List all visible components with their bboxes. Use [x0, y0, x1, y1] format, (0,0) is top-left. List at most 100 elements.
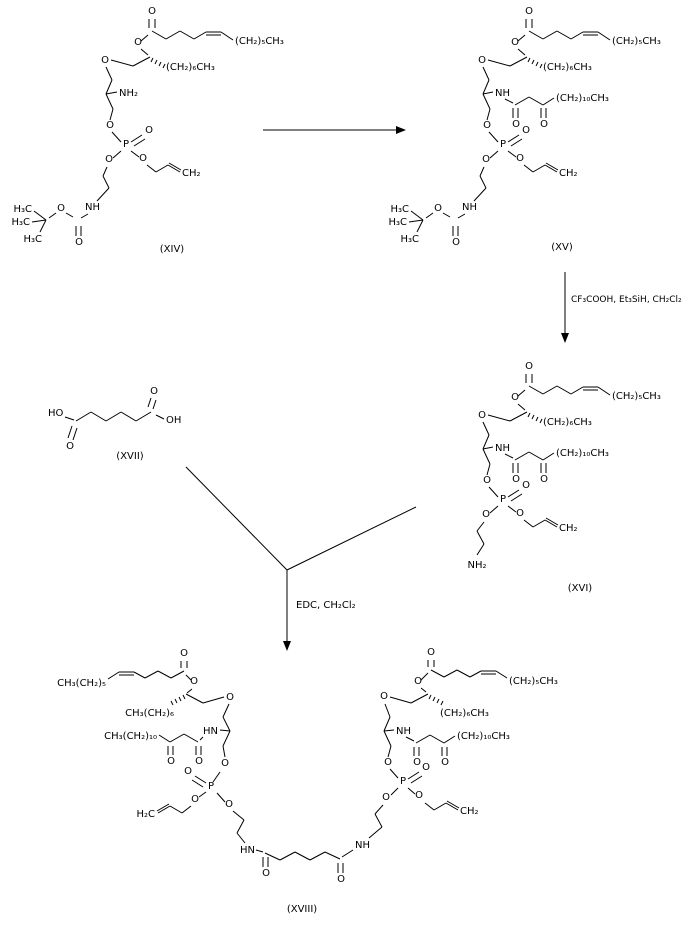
- compound-xiv: O (CH₂)₅CH₃ O (CH₂)₆CH₃ O NH₂ O P O O O: [11, 6, 283, 255]
- bond: [570, 31, 584, 40]
- chain-label: CH₃(CH₂)₆: [125, 708, 174, 719]
- bond: [556, 385, 572, 395]
- bond: [429, 734, 445, 744]
- bond: [133, 671, 146, 679]
- atom-o: O: [415, 790, 423, 801]
- atom-o: O: [483, 120, 491, 131]
- reagent-step3-label: EDC, CH₂Cl₂: [296, 600, 356, 611]
- bond: [495, 670, 508, 679]
- atom-o: O: [184, 766, 192, 777]
- bond: [539, 418, 543, 424]
- atom-o: O: [422, 762, 430, 773]
- atom-oh: OH: [166, 415, 181, 426]
- bond: [545, 162, 559, 171]
- atom-p: P: [400, 776, 406, 787]
- atom-hn: HN: [203, 726, 218, 737]
- bond: [432, 696, 436, 702]
- atom-h3c: H₃C: [388, 217, 407, 228]
- bond: [545, 517, 559, 526]
- bond: [135, 411, 152, 422]
- bond: [570, 386, 584, 395]
- bond: [488, 486, 499, 498]
- atom-o: O: [478, 55, 486, 66]
- bond: [405, 736, 415, 742]
- bond: [482, 79, 490, 95]
- bond: [72, 427, 78, 441]
- bond: [152, 399, 157, 410]
- bond: [286, 506, 417, 571]
- bond: [219, 729, 231, 732]
- chain-label: (CH₂)₁₀CH₃: [556, 93, 609, 104]
- chain-label: (CH₂)₆CH₃: [166, 62, 215, 73]
- bond: [216, 792, 226, 803]
- atom-o: O: [512, 119, 520, 130]
- bond: [111, 131, 122, 143]
- bond: [528, 451, 544, 461]
- chain-label: (CH₂)₁₀CH₃: [457, 731, 510, 742]
- atom-o: O: [382, 792, 390, 803]
- bond: [597, 386, 611, 396]
- bond: [383, 730, 392, 747]
- atom-ho: HO: [48, 408, 64, 419]
- bond: [482, 421, 490, 436]
- bond: [140, 34, 149, 42]
- bond: [232, 810, 245, 821]
- atom-p: P: [123, 139, 129, 150]
- bond: [186, 688, 193, 694]
- bond: [112, 150, 122, 159]
- bond: [90, 411, 107, 422]
- bond: [482, 93, 491, 110]
- bond: [75, 411, 92, 422]
- bond: [140, 48, 149, 56]
- bond: [443, 735, 456, 744]
- bond: [39, 219, 47, 233]
- atom-nh2: NH₂: [119, 88, 138, 99]
- bond: [507, 505, 517, 513]
- atom-o: O: [148, 6, 156, 17]
- atom-o: O: [57, 203, 65, 214]
- bond: [105, 411, 122, 422]
- atom-ch2: CH₂: [182, 168, 201, 179]
- compound-label-xiv: (XIV): [160, 244, 185, 255]
- atom-o: O: [483, 475, 491, 486]
- bond: [507, 489, 520, 498]
- bond: [517, 403, 526, 411]
- bond: [517, 48, 526, 56]
- bond: [456, 669, 471, 678]
- bond: [408, 219, 424, 223]
- bond: [155, 414, 165, 420]
- bond: [390, 787, 399, 796]
- bond: [504, 98, 514, 104]
- bond: [178, 696, 182, 702]
- bond: [420, 672, 429, 681]
- atom-o: O: [262, 868, 270, 879]
- bond: [486, 463, 491, 476]
- bond: [341, 849, 354, 858]
- atom-nh: NH: [495, 443, 510, 454]
- bond: [107, 671, 120, 680]
- atom-h3c: H₃C: [400, 234, 419, 245]
- bond: [387, 745, 392, 758]
- arrow-step3: EDC, CH₂Cl₂: [185, 466, 417, 651]
- bond: [509, 411, 528, 422]
- bond: [133, 138, 146, 147]
- atom-p: P: [208, 781, 214, 792]
- bond: [486, 108, 491, 121]
- bond: [489, 505, 499, 514]
- bond: [424, 802, 435, 811]
- bond: [33, 210, 47, 221]
- bond: [482, 448, 491, 465]
- bond: [542, 97, 555, 106]
- bond: [446, 800, 460, 809]
- bond: [294, 851, 311, 861]
- bond: [384, 703, 391, 718]
- bond: [120, 411, 137, 422]
- atom-o: O: [511, 392, 519, 403]
- bond: [544, 164, 558, 173]
- atom-ch2: CH₂: [559, 523, 578, 534]
- compound-xviii: O (CH₂)₅CH₃ O (CH₂)₆CH₃ O NH O O (CH₂)₁₀…: [57, 647, 558, 915]
- bond: [442, 212, 451, 218]
- atom-o: O: [522, 480, 530, 491]
- bond: [504, 453, 514, 459]
- bond: [154, 59, 158, 65]
